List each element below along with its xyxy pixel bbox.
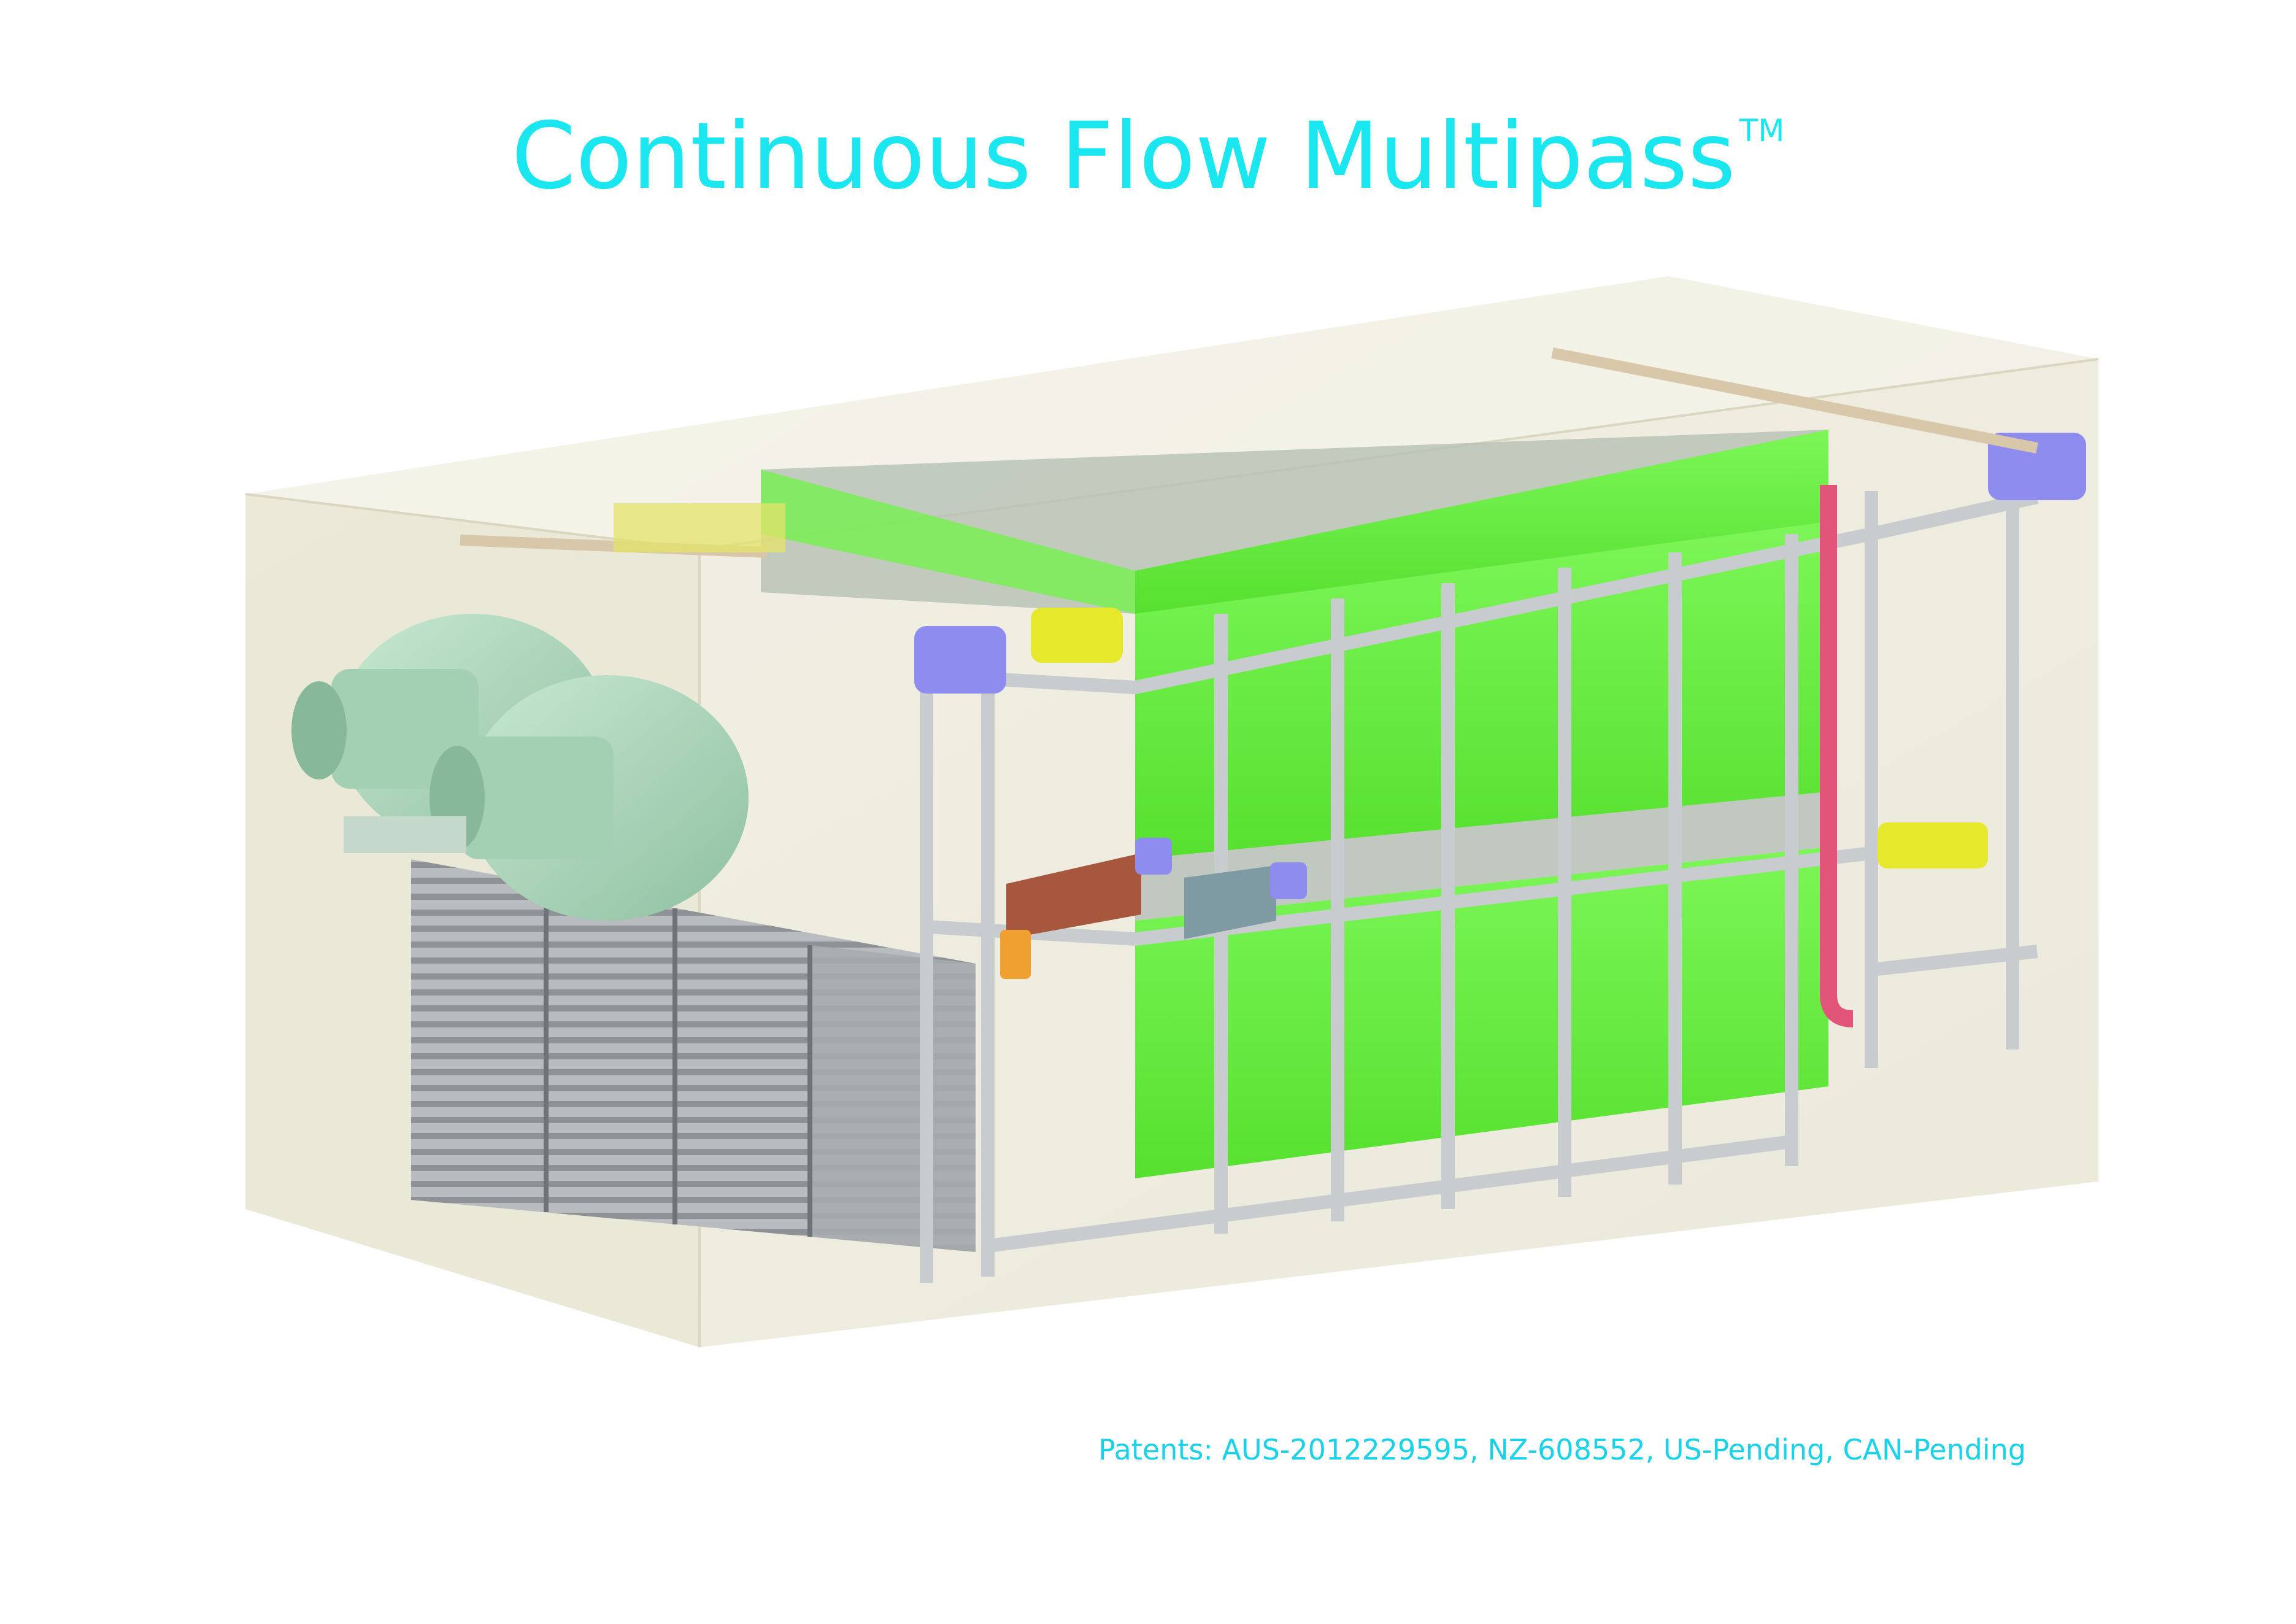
- front-panels: [1135, 522, 1828, 1178]
- gearbox-icon: [914, 433, 2086, 979]
- patents-note: Patents: AUS-2012229595, NZ-608552, US-P…: [1098, 1433, 2026, 1466]
- frame: [920, 466, 2039, 1283]
- drive-shaft: [460, 347, 2038, 558]
- discharge-conveyor: [1006, 853, 1276, 939]
- return-pipe: [1820, 485, 1854, 1027]
- title-text: Continuous Flow Multipass: [511, 103, 1736, 210]
- trademark-mark: TM: [1739, 113, 1785, 149]
- top-belt: [761, 430, 1828, 614]
- fan-motor-icon: [291, 614, 749, 921]
- coil-icon: [411, 859, 976, 1252]
